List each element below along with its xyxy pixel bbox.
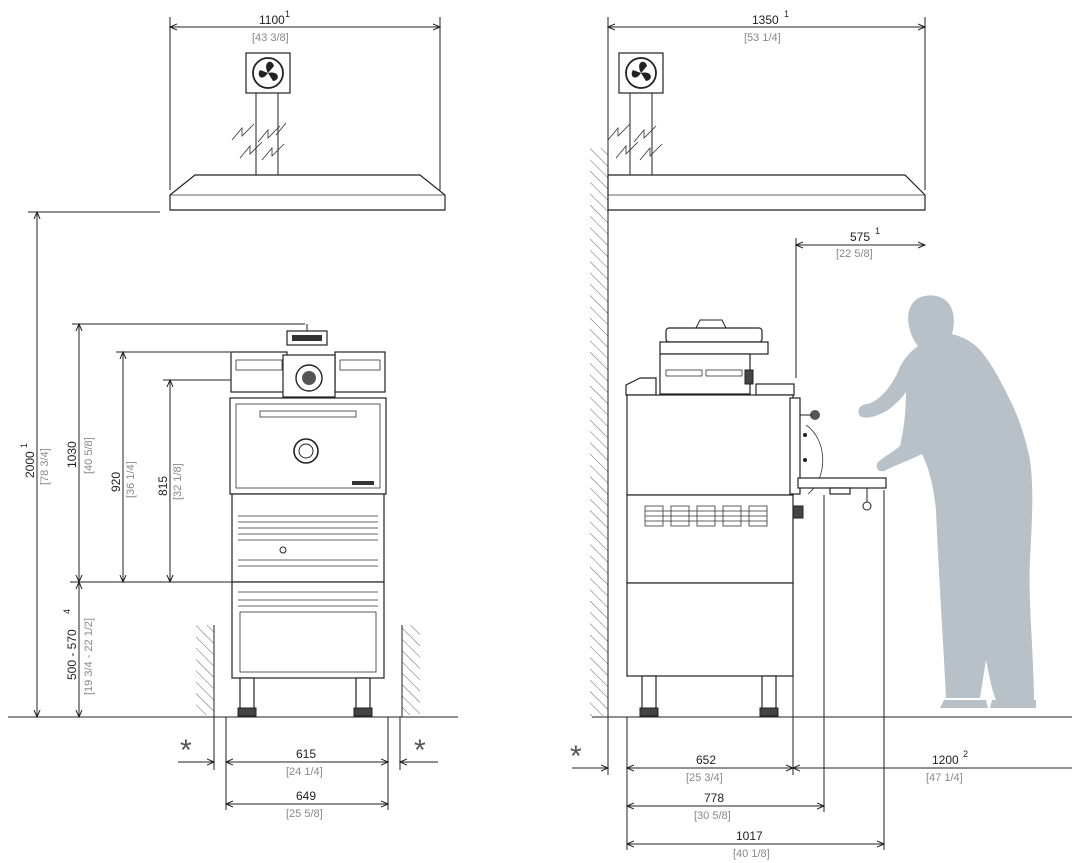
dim-hood-width-front: 1100 1 [43 3/8]	[170, 9, 440, 190]
dim-1017-inch: [40 1/8]	[733, 848, 770, 860]
dim-width-615: 615 [24 1/4]	[178, 717, 438, 810]
dim-1200-label: 1200	[932, 753, 959, 767]
front-view: 1100 1 [43 3/8] 2000 1 [78 3/4] 1030 [40…	[8, 9, 458, 820]
dim-575-inch: [22 5/8]	[836, 248, 873, 260]
dim-depth-1017: 1017 [40 1/8]	[627, 829, 884, 860]
dim-615-inch: [24 1/4]	[286, 766, 323, 778]
dim-hood-width-side: 1350 1 [53 1/4]	[608, 9, 925, 190]
clearance-asterisk-side: *	[570, 740, 582, 773]
extraction-hood-front	[169, 174, 446, 211]
dim-778-inch: [30 5/8]	[694, 810, 731, 822]
dim-width-649: 649 [25 5/8]	[226, 789, 388, 820]
wall-hatch-right	[401, 625, 420, 717]
vent-grilles	[644, 505, 768, 527]
dim-1350-note: 1	[784, 9, 789, 19]
dim-1100-note: 1	[285, 9, 290, 19]
dim-2000-label: 2000	[23, 451, 37, 478]
dim-clearance-1200: 1200 2 [47 1/4]	[793, 749, 1072, 784]
wall-hatch-left	[196, 625, 215, 717]
dim-920-inch: [36 1/4]	[125, 461, 137, 498]
dim-649-label: 649	[296, 789, 316, 803]
fan-icon	[245, 52, 291, 94]
dim-652-inch: [25 3/4]	[686, 772, 723, 784]
dim-1030-label: 1030	[65, 441, 79, 468]
dim-1200-inch: [47 1/4]	[926, 772, 963, 784]
dim-615-label: 615	[296, 747, 316, 761]
dim-649-inch: [25 5/8]	[286, 808, 323, 820]
grill-front-elevation	[229, 324, 387, 717]
dim-1200-note: 2	[963, 749, 968, 759]
dim-1100-label: 1100	[259, 13, 285, 27]
dim-2000-inch: [78 3/4]	[39, 448, 51, 485]
dim-1350-label: 1350	[752, 13, 779, 27]
dim-depth-778: 778 [30 5/8]	[627, 791, 824, 822]
dim-575-note: 1	[875, 226, 880, 236]
fan-icon	[618, 52, 664, 94]
dim-1030-inch: [40 5/8]	[83, 437, 95, 474]
dim-815-label: 815	[156, 476, 170, 496]
dim-stand-height: 500 - 570 4 [19 3/4 - 22 1/2]	[62, 582, 232, 717]
dim-1100-inch: [43 3/8]	[252, 32, 289, 44]
dim-1017-label: 1017	[736, 829, 763, 843]
dim-778-label: 778	[704, 791, 724, 805]
clearance-asterisk-right: *	[414, 734, 426, 767]
operator-silhouette	[858, 295, 1036, 708]
dim-815-inch: [32 1/8]	[172, 463, 184, 500]
clearance-asterisk-left: *	[180, 734, 192, 767]
side-view: 1350 1 [53 1/4] 575 1 [22 5/8]	[570, 9, 1072, 860]
wall-hatch-side	[590, 148, 609, 717]
dim-stand-label: 500 - 570	[65, 629, 79, 680]
dim-depth-652: 652 [25 3/4]	[572, 717, 793, 784]
extraction-hood-side	[607, 174, 926, 211]
dim-1350-inch: [53 1/4]	[744, 32, 781, 44]
dim-height-920: 920 [36 1/4]	[109, 352, 230, 582]
dim-hood-overhang: 575 1 [22 5/8]	[796, 226, 925, 378]
dim-575-label: 575	[850, 230, 870, 244]
dim-stand-inch: [19 3/4 - 22 1/2]	[83, 618, 95, 695]
dim-920-label: 920	[109, 472, 123, 492]
dim-height-815: 815 [32 1/8]	[156, 380, 232, 582]
dim-stand-note: 4	[62, 609, 72, 614]
dim-2000-note: 1	[19, 443, 29, 448]
grill-side-elevation	[625, 319, 887, 717]
dim-hood-height: 2000 1 [78 3/4]	[19, 212, 160, 717]
dim-652-label: 652	[696, 753, 716, 767]
dim-total-height: 1030 [40 5/8]	[65, 324, 305, 582]
